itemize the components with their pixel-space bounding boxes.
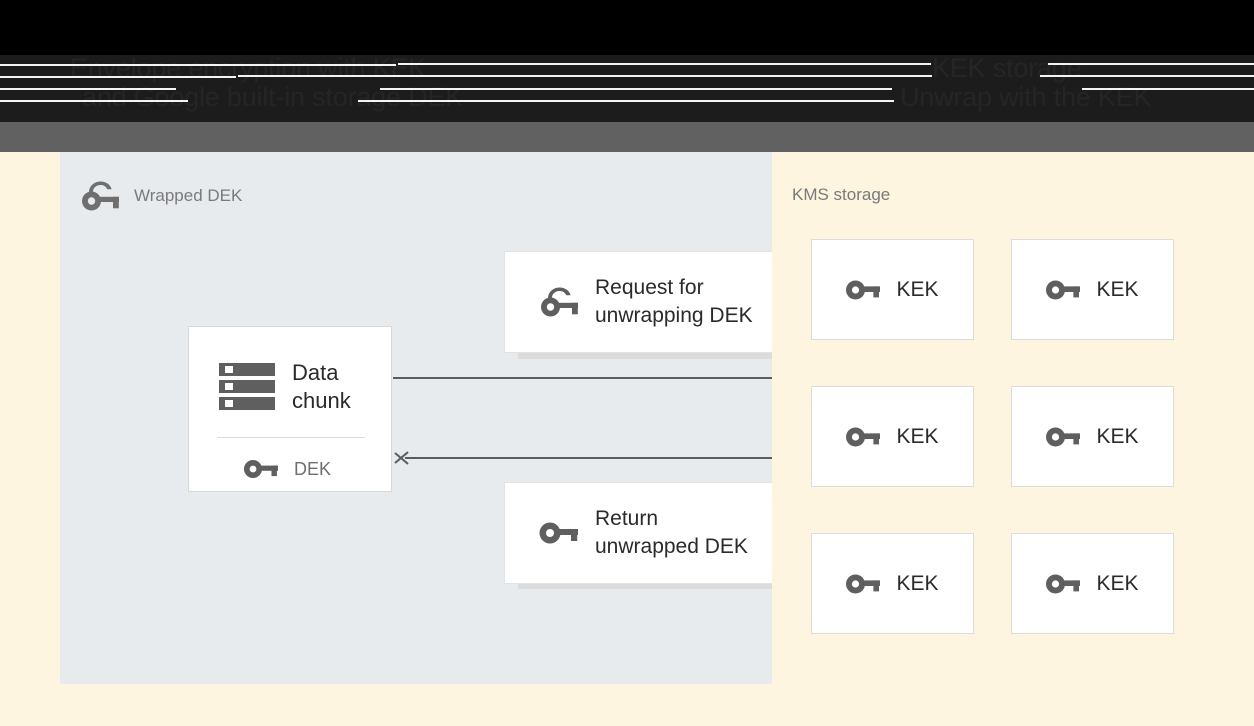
- wrapped-key-icon: [80, 180, 120, 212]
- data-chunk-divider: [217, 437, 365, 438]
- scanline-artifact: [1048, 63, 1254, 65]
- kek-card[interactable]: KEK: [1011, 239, 1174, 340]
- scanline-artifact: [398, 63, 931, 65]
- scanline-artifact: [1040, 75, 1254, 77]
- scanline-artifact: [0, 76, 236, 78]
- data-chunk-row: Data chunk: [219, 359, 351, 415]
- scanline-artifact: [0, 88, 176, 90]
- wrapped-dek-label: Wrapped DEK: [134, 186, 243, 205]
- wrapped-key-icon: [539, 286, 579, 318]
- arrow-to-kms-line: [393, 377, 830, 379]
- kms-storage-panel: KMS storage KEK: [772, 152, 1254, 684]
- scanline-artifact: [238, 75, 932, 77]
- arrow-from-kms-line: [405, 457, 832, 459]
- scanline-artifact: [1082, 88, 1254, 90]
- kek-label: KEK: [1096, 571, 1139, 595]
- key-icon: [846, 572, 881, 596]
- kek-card[interactable]: KEK: [811, 386, 974, 487]
- kms-storage-label: KMS storage: [792, 185, 891, 204]
- scanline-artifact: [0, 64, 396, 66]
- wrapped-dek-panel: Wrapped DEK Data chunk: [60, 152, 832, 684]
- dek-row: DEK: [244, 458, 331, 480]
- kek-label: KEK: [896, 571, 939, 595]
- return-unwrapped-dek-card[interactable]: Return unwrapped DEK: [504, 482, 790, 584]
- key-icon: [1046, 572, 1081, 596]
- wrapped-dek-header: Wrapped DEK: [80, 180, 242, 212]
- request-unwrapping-dek-text: Request for unwrapping DEK: [595, 276, 753, 327]
- data-chunk-card[interactable]: Data chunk DEK: [188, 326, 392, 492]
- diagram-canvas: Wrapped DEK Data chunk: [0, 152, 1254, 726]
- kek-label: KEK: [896, 277, 939, 301]
- data-chunk-title: Data chunk: [292, 360, 351, 413]
- chrome-right-line-1: KEK storage: [932, 53, 1082, 83]
- scanline-artifact: [0, 52, 1254, 55]
- scanline-artifact: [358, 100, 894, 102]
- kek-card[interactable]: KEK: [1011, 533, 1174, 634]
- request-unwrapping-dek-card[interactable]: Request for unwrapping DEK: [504, 251, 790, 353]
- key-icon: [846, 278, 881, 302]
- key-icon: [846, 425, 881, 449]
- kek-label: KEK: [896, 424, 939, 448]
- kek-label: KEK: [1096, 277, 1139, 301]
- kek-label: KEK: [1096, 424, 1139, 448]
- scanline-artifact: [0, 100, 188, 102]
- chrome-top-band: [0, 0, 1254, 52]
- kms-storage-header: KMS storage: [792, 185, 890, 205]
- key-icon: [1046, 425, 1081, 449]
- key-icon: [539, 519, 579, 547]
- return-unwrapped-dek-text: Return unwrapped DEK: [595, 507, 748, 558]
- kek-card-grid: KEK KEK: [811, 239, 1174, 634]
- data-storage-icon: [219, 362, 275, 412]
- kek-card[interactable]: KEK: [811, 239, 974, 340]
- dek-label: DEK: [294, 458, 332, 479]
- arrow-from-kms-head-icon: [395, 448, 411, 468]
- kek-card[interactable]: KEK: [811, 533, 974, 634]
- browser-chrome: Envelope encryption with KEK and Google …: [0, 0, 1254, 152]
- key-icon: [244, 458, 278, 480]
- scanline-artifact: [380, 88, 892, 90]
- key-icon: [1046, 278, 1081, 302]
- kek-card[interactable]: KEK: [1011, 386, 1174, 487]
- browser-toolbar[interactable]: [0, 122, 1254, 152]
